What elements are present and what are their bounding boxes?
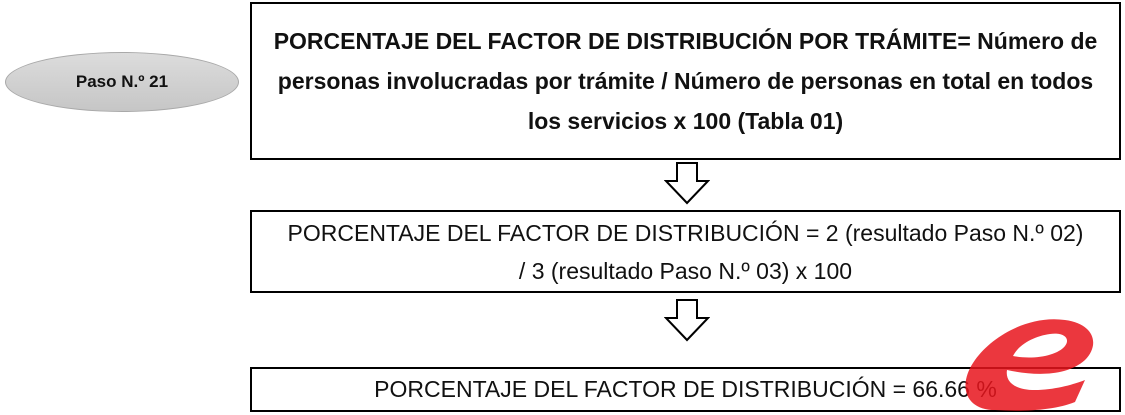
- formula-box: PORCENTAJE DEL FACTOR DE DISTRIBUCIÓN PO…: [250, 2, 1121, 160]
- result-text: PORCENTAJE DEL FACTOR DE DISTRIBUCIÓN = …: [374, 376, 997, 402]
- formula-text: PORCENTAJE DEL FACTOR DE DISTRIBUCIÓN PO…: [273, 28, 1098, 134]
- watermark-logo: [965, 319, 1094, 411]
- calculation-text: PORCENTAJE DEL FACTOR DE DISTRIBUCIÓN = …: [287, 219, 1084, 284]
- arrow-down-icon: [664, 162, 710, 205]
- step-label: Paso N.º 21: [75, 72, 169, 91]
- calculation-box: PORCENTAJE DEL FACTOR DE DISTRIBUCIÓN = …: [250, 210, 1121, 293]
- arrow-down-icon: [664, 299, 710, 342]
- step-oval: Paso N.º 21: [5, 52, 239, 112]
